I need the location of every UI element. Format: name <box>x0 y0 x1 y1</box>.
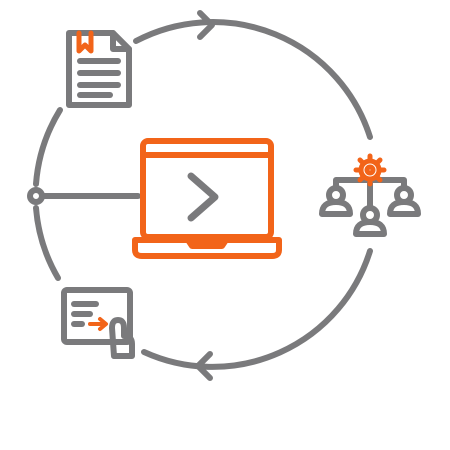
bookmark-icon <box>76 30 94 54</box>
checklist-tap-icon <box>61 287 135 359</box>
arrow-left-icon <box>195 351 213 381</box>
play-chevron-icon <box>187 172 219 222</box>
ring-segment-top <box>133 19 373 140</box>
ring-segment-left-lower <box>33 205 61 281</box>
ring-segment-right <box>141 248 373 370</box>
arrow-right-icon <box>197 10 215 40</box>
arrow-right-small-icon <box>88 317 108 331</box>
team-gear-icon <box>319 153 421 237</box>
ring-segment-left-upper <box>33 107 63 187</box>
cycle-ring <box>33 19 373 370</box>
gear-icon <box>353 153 387 187</box>
bookmarked-document-icon <box>66 30 132 108</box>
laptop-play-icon <box>132 138 282 259</box>
hand-icon <box>109 317 135 359</box>
